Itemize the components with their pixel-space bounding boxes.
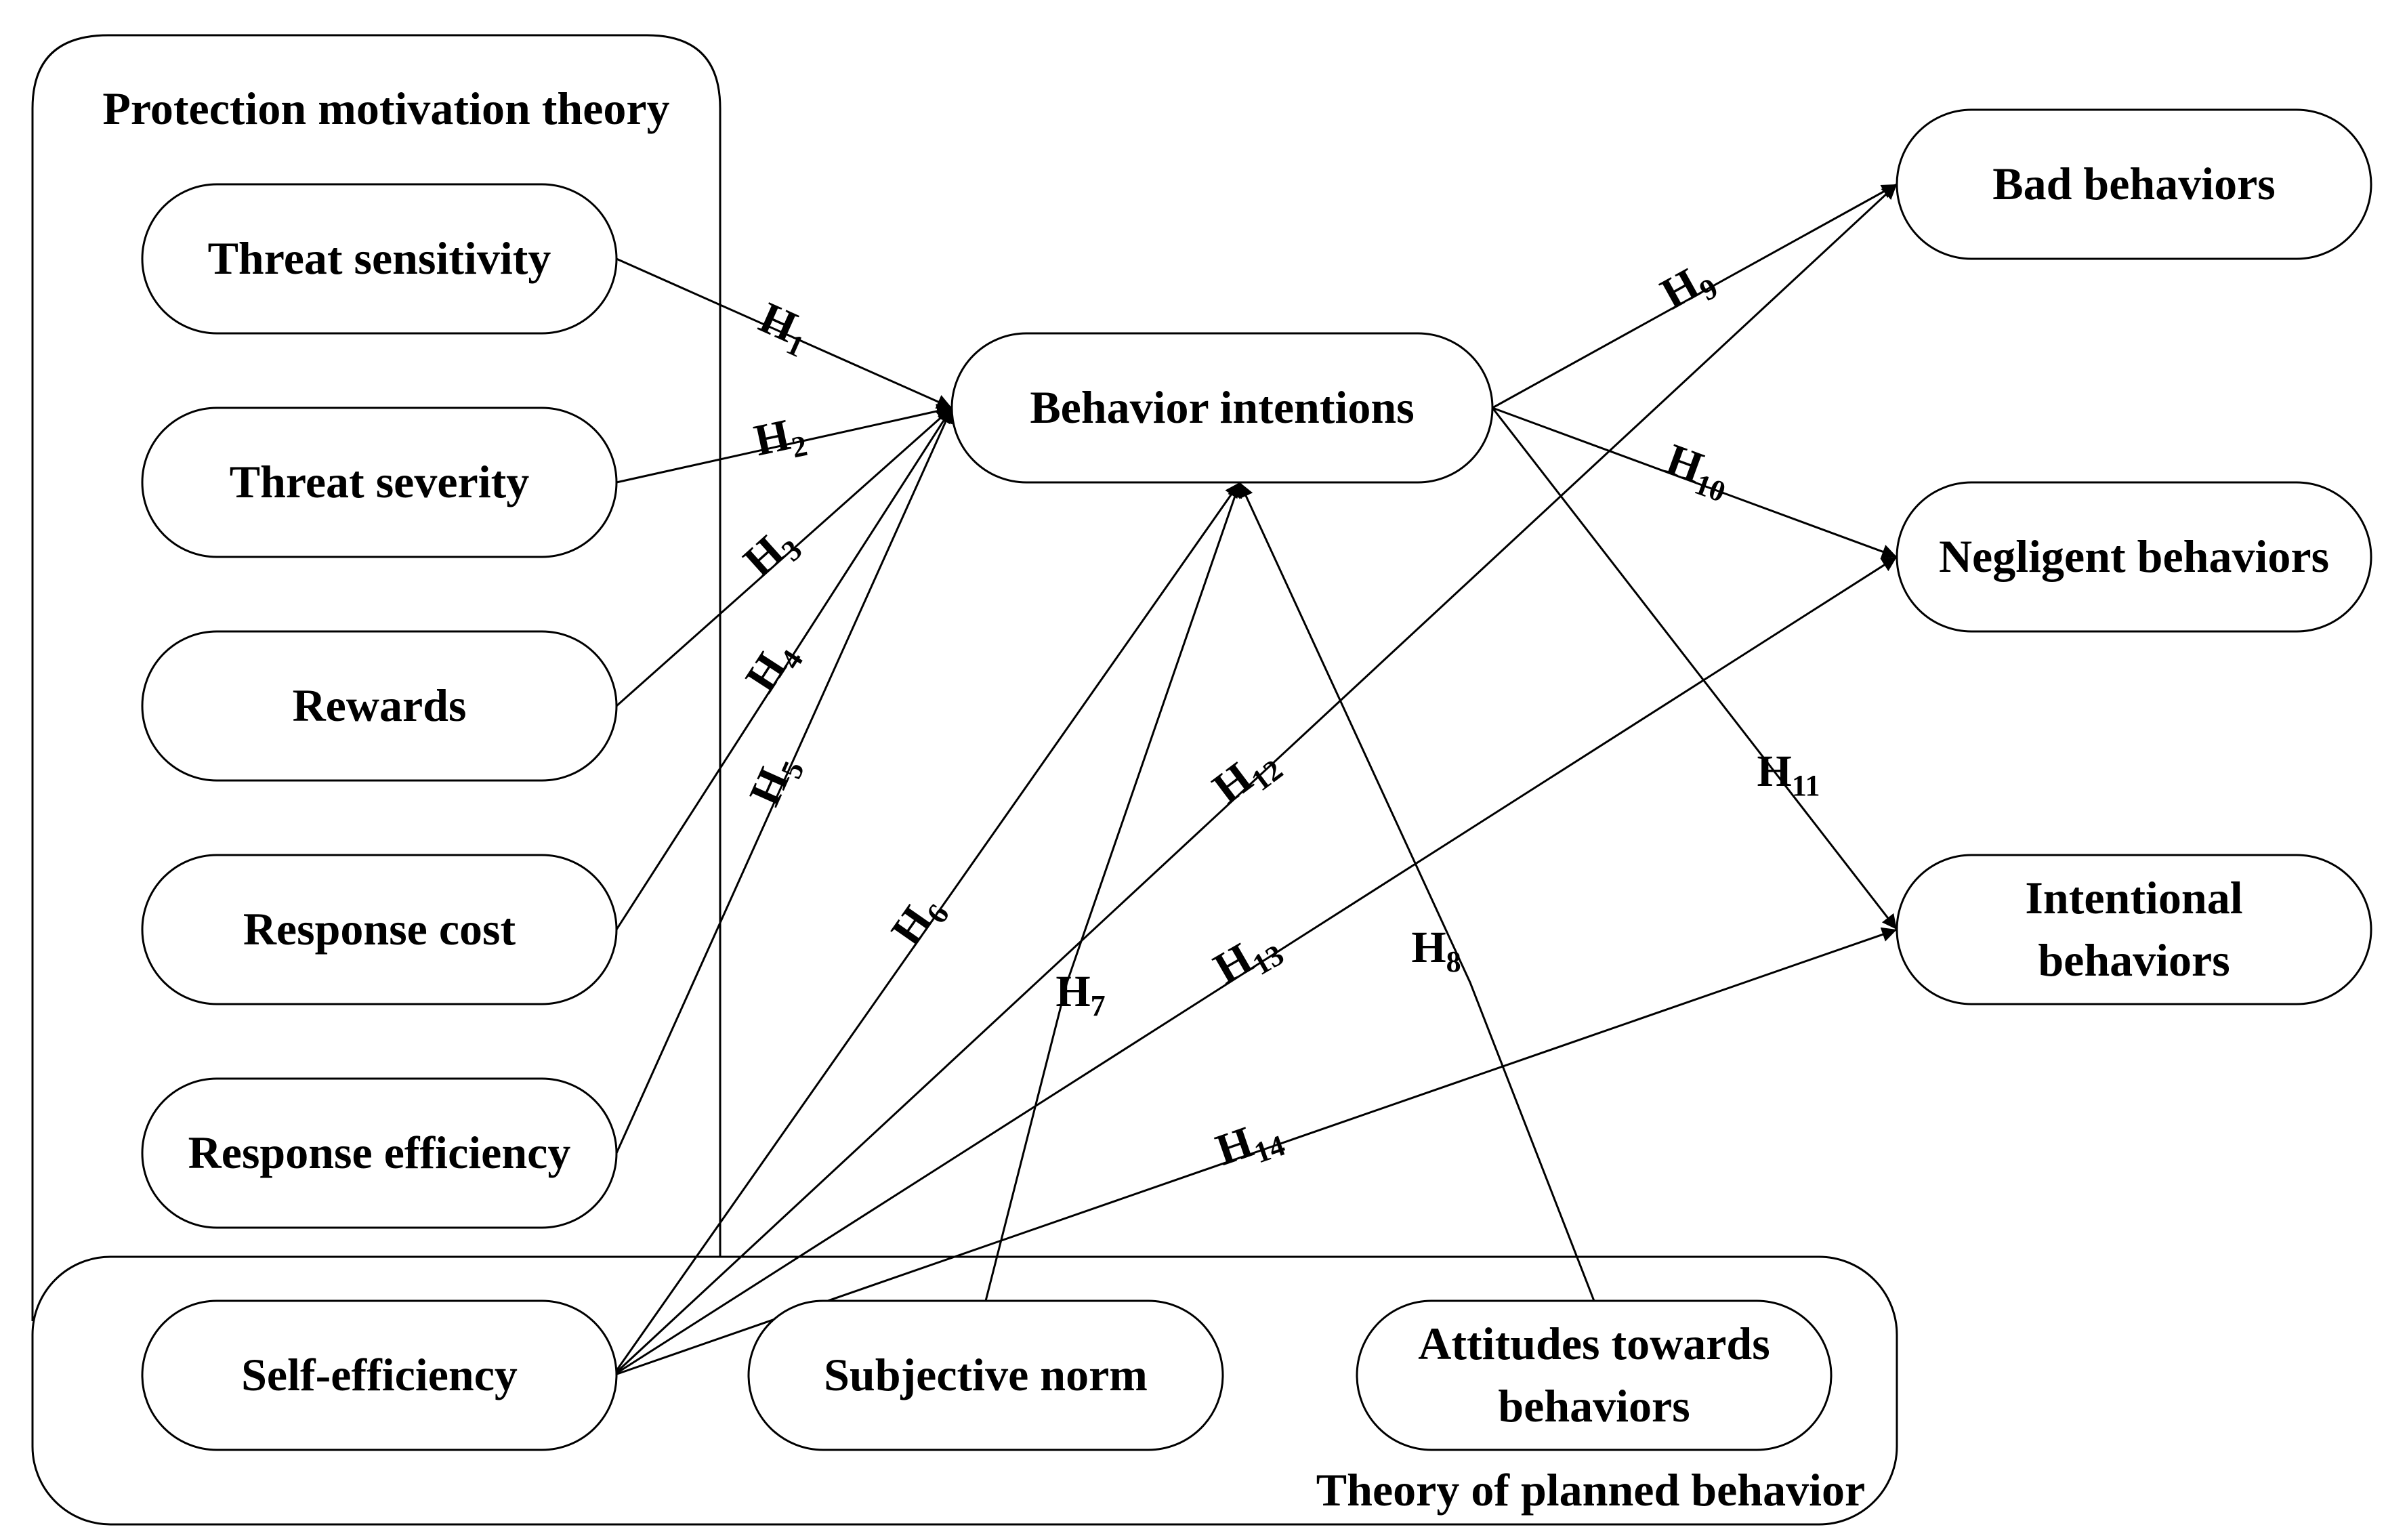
node-self-efficiency: Self-efficiency [141,1299,618,1451]
edge-h7 [984,482,1242,1302]
node-attitudes: Attitudes towards behaviors [1356,1299,1833,1451]
node-bad-behaviors-box [1896,108,2372,260]
node-intentional-behaviors-label-2: behaviors [2038,934,2230,986]
node-self-efficiency-label-1: Self-efficiency [241,1349,518,1400]
node-threat-sensitivity-box [141,183,618,335]
edge-h9 [1492,183,1898,409]
edge-h10 [1492,407,1898,559]
node-response-cost: Response cost [141,854,618,1005]
node-bad-behaviors: Bad behaviors [1896,108,2372,260]
tpb-group-title: Theory of planned behavior [1316,1464,1865,1516]
node-response-cost-box [141,854,618,1005]
edge-h2 [616,404,953,484]
pmt-group-title: Protection motivation theory [102,83,669,134]
node-threat-severity-box [141,407,618,558]
label-h12: H12 [1204,735,1289,818]
pmt-group-border [31,34,721,1321]
label-h11: H11 [1757,747,1820,802]
label-h3: H3 [734,516,808,591]
label-h14: H14 [1210,1108,1289,1182]
label-h5: H5 [740,747,811,815]
node-attitudes-label-1: Attitudes towards [1418,1318,1770,1369]
edge-h8 [1238,482,1595,1302]
node-threat-sensitivity-label-1: Threat sensitivity [208,232,551,284]
node-threat-severity: Threat severity [141,407,618,558]
node-rewards-label-1: Rewards [293,680,467,731]
edge-h12 [612,183,1898,1377]
edge-h6 [612,482,1241,1376]
node-threat-severity-label-1: Threat severity [230,456,530,507]
theory-of-planned-behavior-group: Theory of planned behavior [31,1255,1898,1526]
node-subjective-norm-label-1: Subjective norm [824,1349,1148,1400]
node-intentional-behaviors: Intentional behaviors [1896,854,2372,1005]
edge-h13 [612,556,1898,1377]
label-h2: H2 [750,407,810,472]
node-negligent-behaviors: Negligent behaviors [1896,481,2372,633]
node-subjective-norm: Subjective norm [747,1299,1224,1451]
node-threat-sensitivity: Threat sensitivity [141,183,618,335]
node-self-efficiency-box [141,1299,618,1451]
node-rewards-box [141,630,618,782]
label-h4: H4 [736,632,810,704]
node-rewards: Rewards [141,630,618,782]
node-response-efficiency-label-1: Response efficiency [188,1127,571,1178]
node-negligent-behaviors-label-1: Negligent behaviors [1939,530,2329,582]
node-response-efficiency: Response efficiency [141,1077,618,1229]
node-negligent-behaviors-box [1896,481,2372,633]
label-h13: H13 [1206,919,1290,999]
node-intentional-behaviors-box [1896,854,2372,1005]
node-behavior-intentions: Behavior intentions [950,332,1494,484]
label-h1: H1 [750,293,818,364]
label-h7: H7 [1055,967,1105,1022]
edge-h5 [615,407,953,1154]
label-h10: H10 [1658,434,1738,509]
node-intentional-behaviors-label-1: Intentional [2025,872,2242,923]
node-behavior-intentions-box [950,332,1494,484]
protection-motivation-theory-group: Protection motivation theory [31,34,721,1321]
tpb-group-border [31,1255,1898,1526]
node-attitudes-box [1356,1299,1833,1451]
edge-h1 [616,257,953,409]
node-bad-behaviors-label-1: Bad behaviors [1992,158,2276,209]
node-response-efficiency-box [141,1077,618,1229]
edge-h11 [1491,407,1898,930]
edge-h3 [616,407,953,707]
label-h6: H6 [881,886,955,958]
node-attitudes-label-2: behaviors [1498,1380,1690,1432]
node-subjective-norm-box [747,1299,1224,1451]
label-h8: H8 [1411,923,1461,978]
edge-h4 [615,407,953,930]
node-response-cost-label-1: Response cost [243,903,516,955]
node-behavior-intentions-label-1: Behavior intentions [1030,381,1414,433]
